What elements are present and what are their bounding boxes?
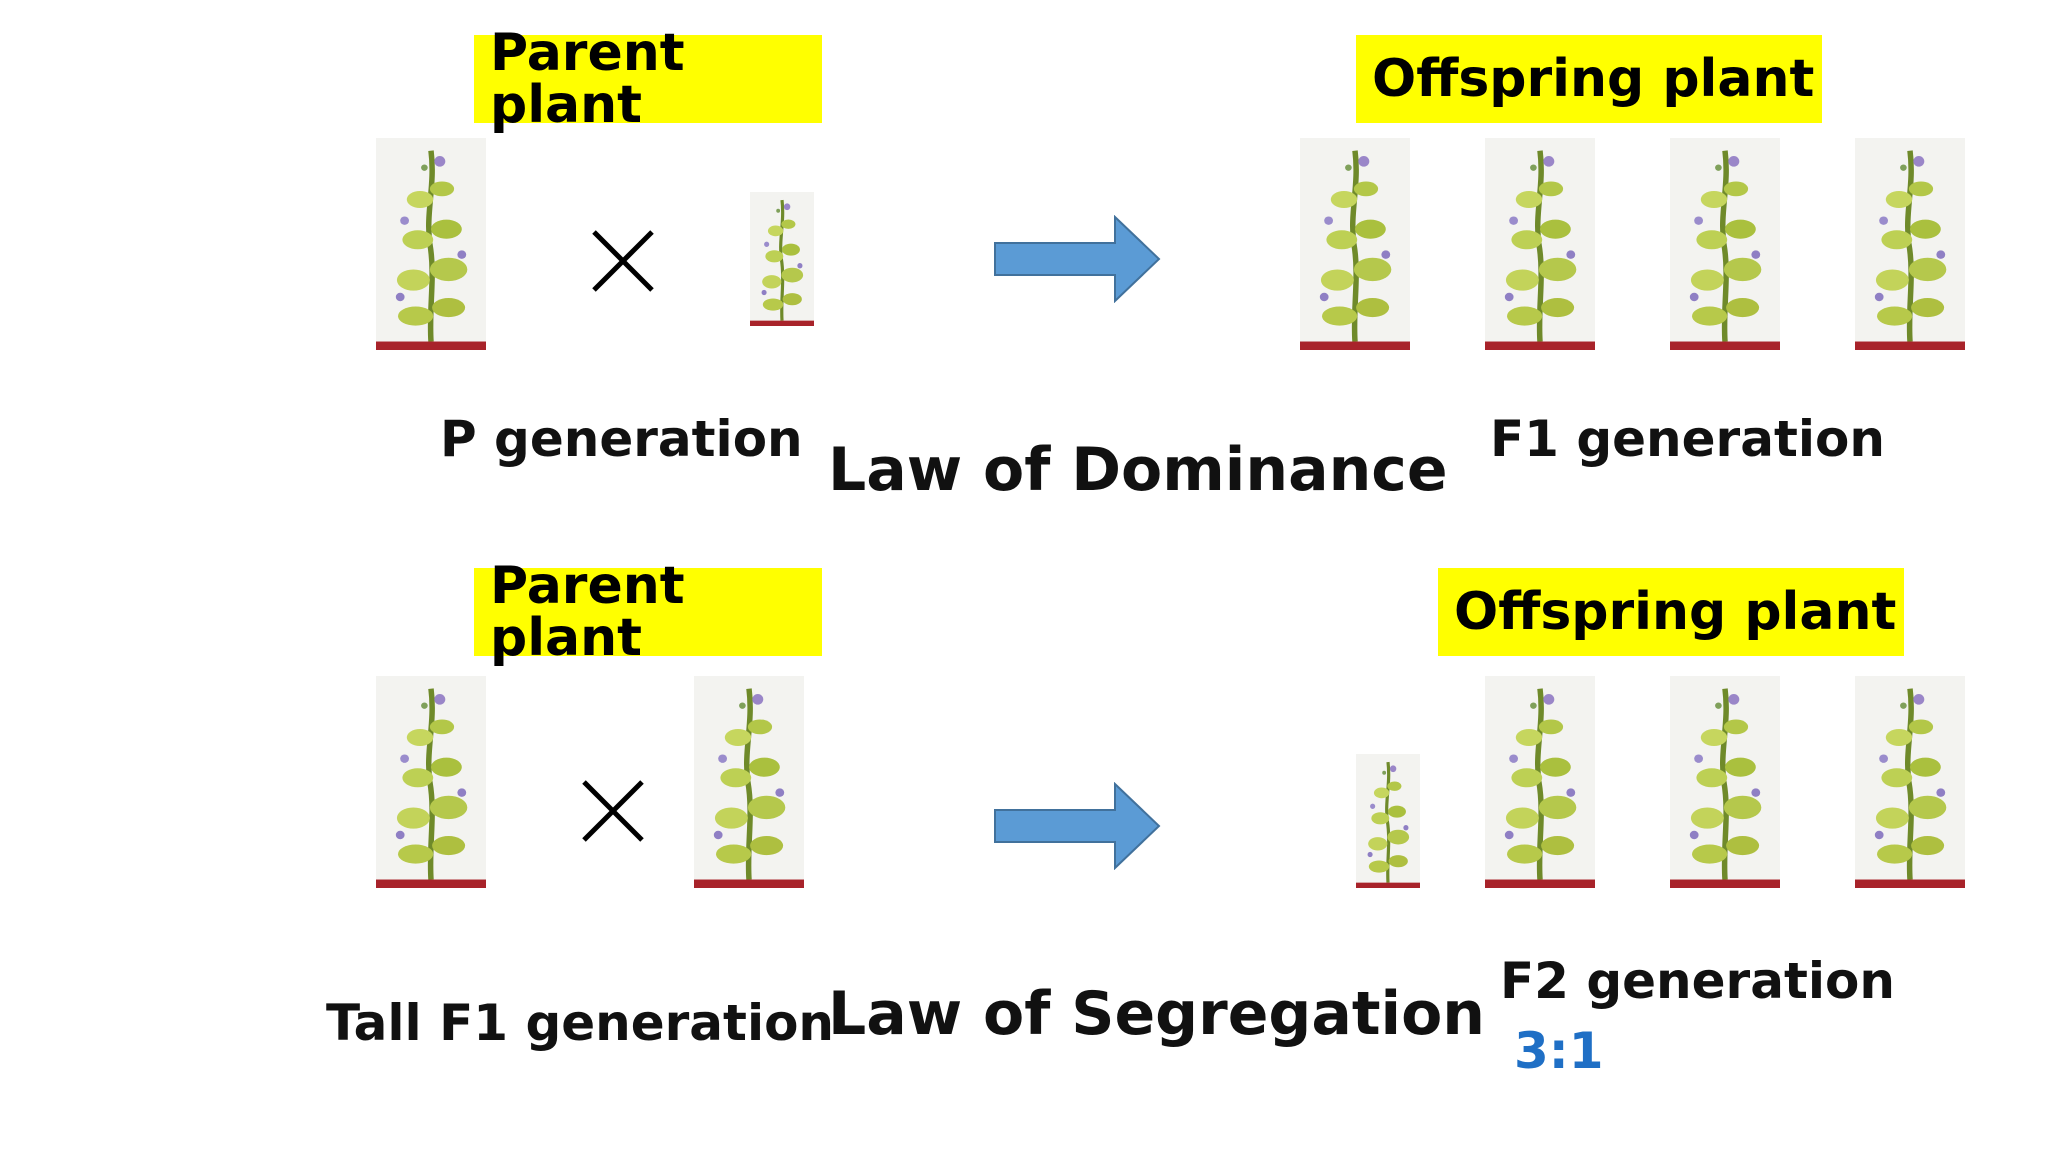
right-arrow-icon xyxy=(994,782,1161,870)
segregation-ratio: 3:1 xyxy=(1514,1022,1604,1080)
pea-plant-tall-icon xyxy=(1855,138,1965,350)
offspring-plant-label-text: Offspring plant xyxy=(1372,49,1815,109)
pea-plant-tall-icon xyxy=(1670,138,1780,350)
offspring-plant-label-text: Offspring plant xyxy=(1454,582,1897,642)
parent-plant-label: Parent plant xyxy=(474,560,822,664)
pea-plant-tall-icon xyxy=(376,676,486,888)
f2-generation-caption: F2 generation xyxy=(1500,952,1895,1010)
pea-plant-tall-icon xyxy=(1670,676,1780,888)
pea-plant-tall-icon xyxy=(1485,138,1595,350)
cross-icon xyxy=(582,780,644,842)
f1-generation-caption: F1 generation xyxy=(1490,410,1885,468)
right-arrow-icon xyxy=(994,215,1161,303)
cross-icon xyxy=(592,230,654,292)
pea-plant-tall-icon xyxy=(1485,676,1595,888)
law-of-dominance-title: Law of Dominance xyxy=(828,435,1448,505)
p-generation-caption: P generation xyxy=(440,410,803,468)
offspring-plant-label: Offspring plant xyxy=(1438,568,1904,656)
parent-plant-label-text: Parent plant xyxy=(490,23,685,135)
pea-plant-tall-icon xyxy=(1855,676,1965,888)
pea-plant-tall-icon xyxy=(1300,138,1410,350)
pea-plant-tall-icon xyxy=(694,676,804,888)
offspring-plant-label: Offspring plant xyxy=(1356,35,1822,123)
pea-plant-tall-icon xyxy=(376,138,486,350)
parent-plant-label: Parent plant xyxy=(474,27,822,131)
pea-plant-short-icon xyxy=(750,192,814,326)
law-of-segregation-title: Law of Segregation xyxy=(828,979,1486,1049)
pea-plant-short-icon xyxy=(1356,754,1420,888)
tall-f1-generation-caption: Tall F1 generation xyxy=(326,994,835,1052)
parent-plant-label-text: Parent plant xyxy=(490,556,685,668)
